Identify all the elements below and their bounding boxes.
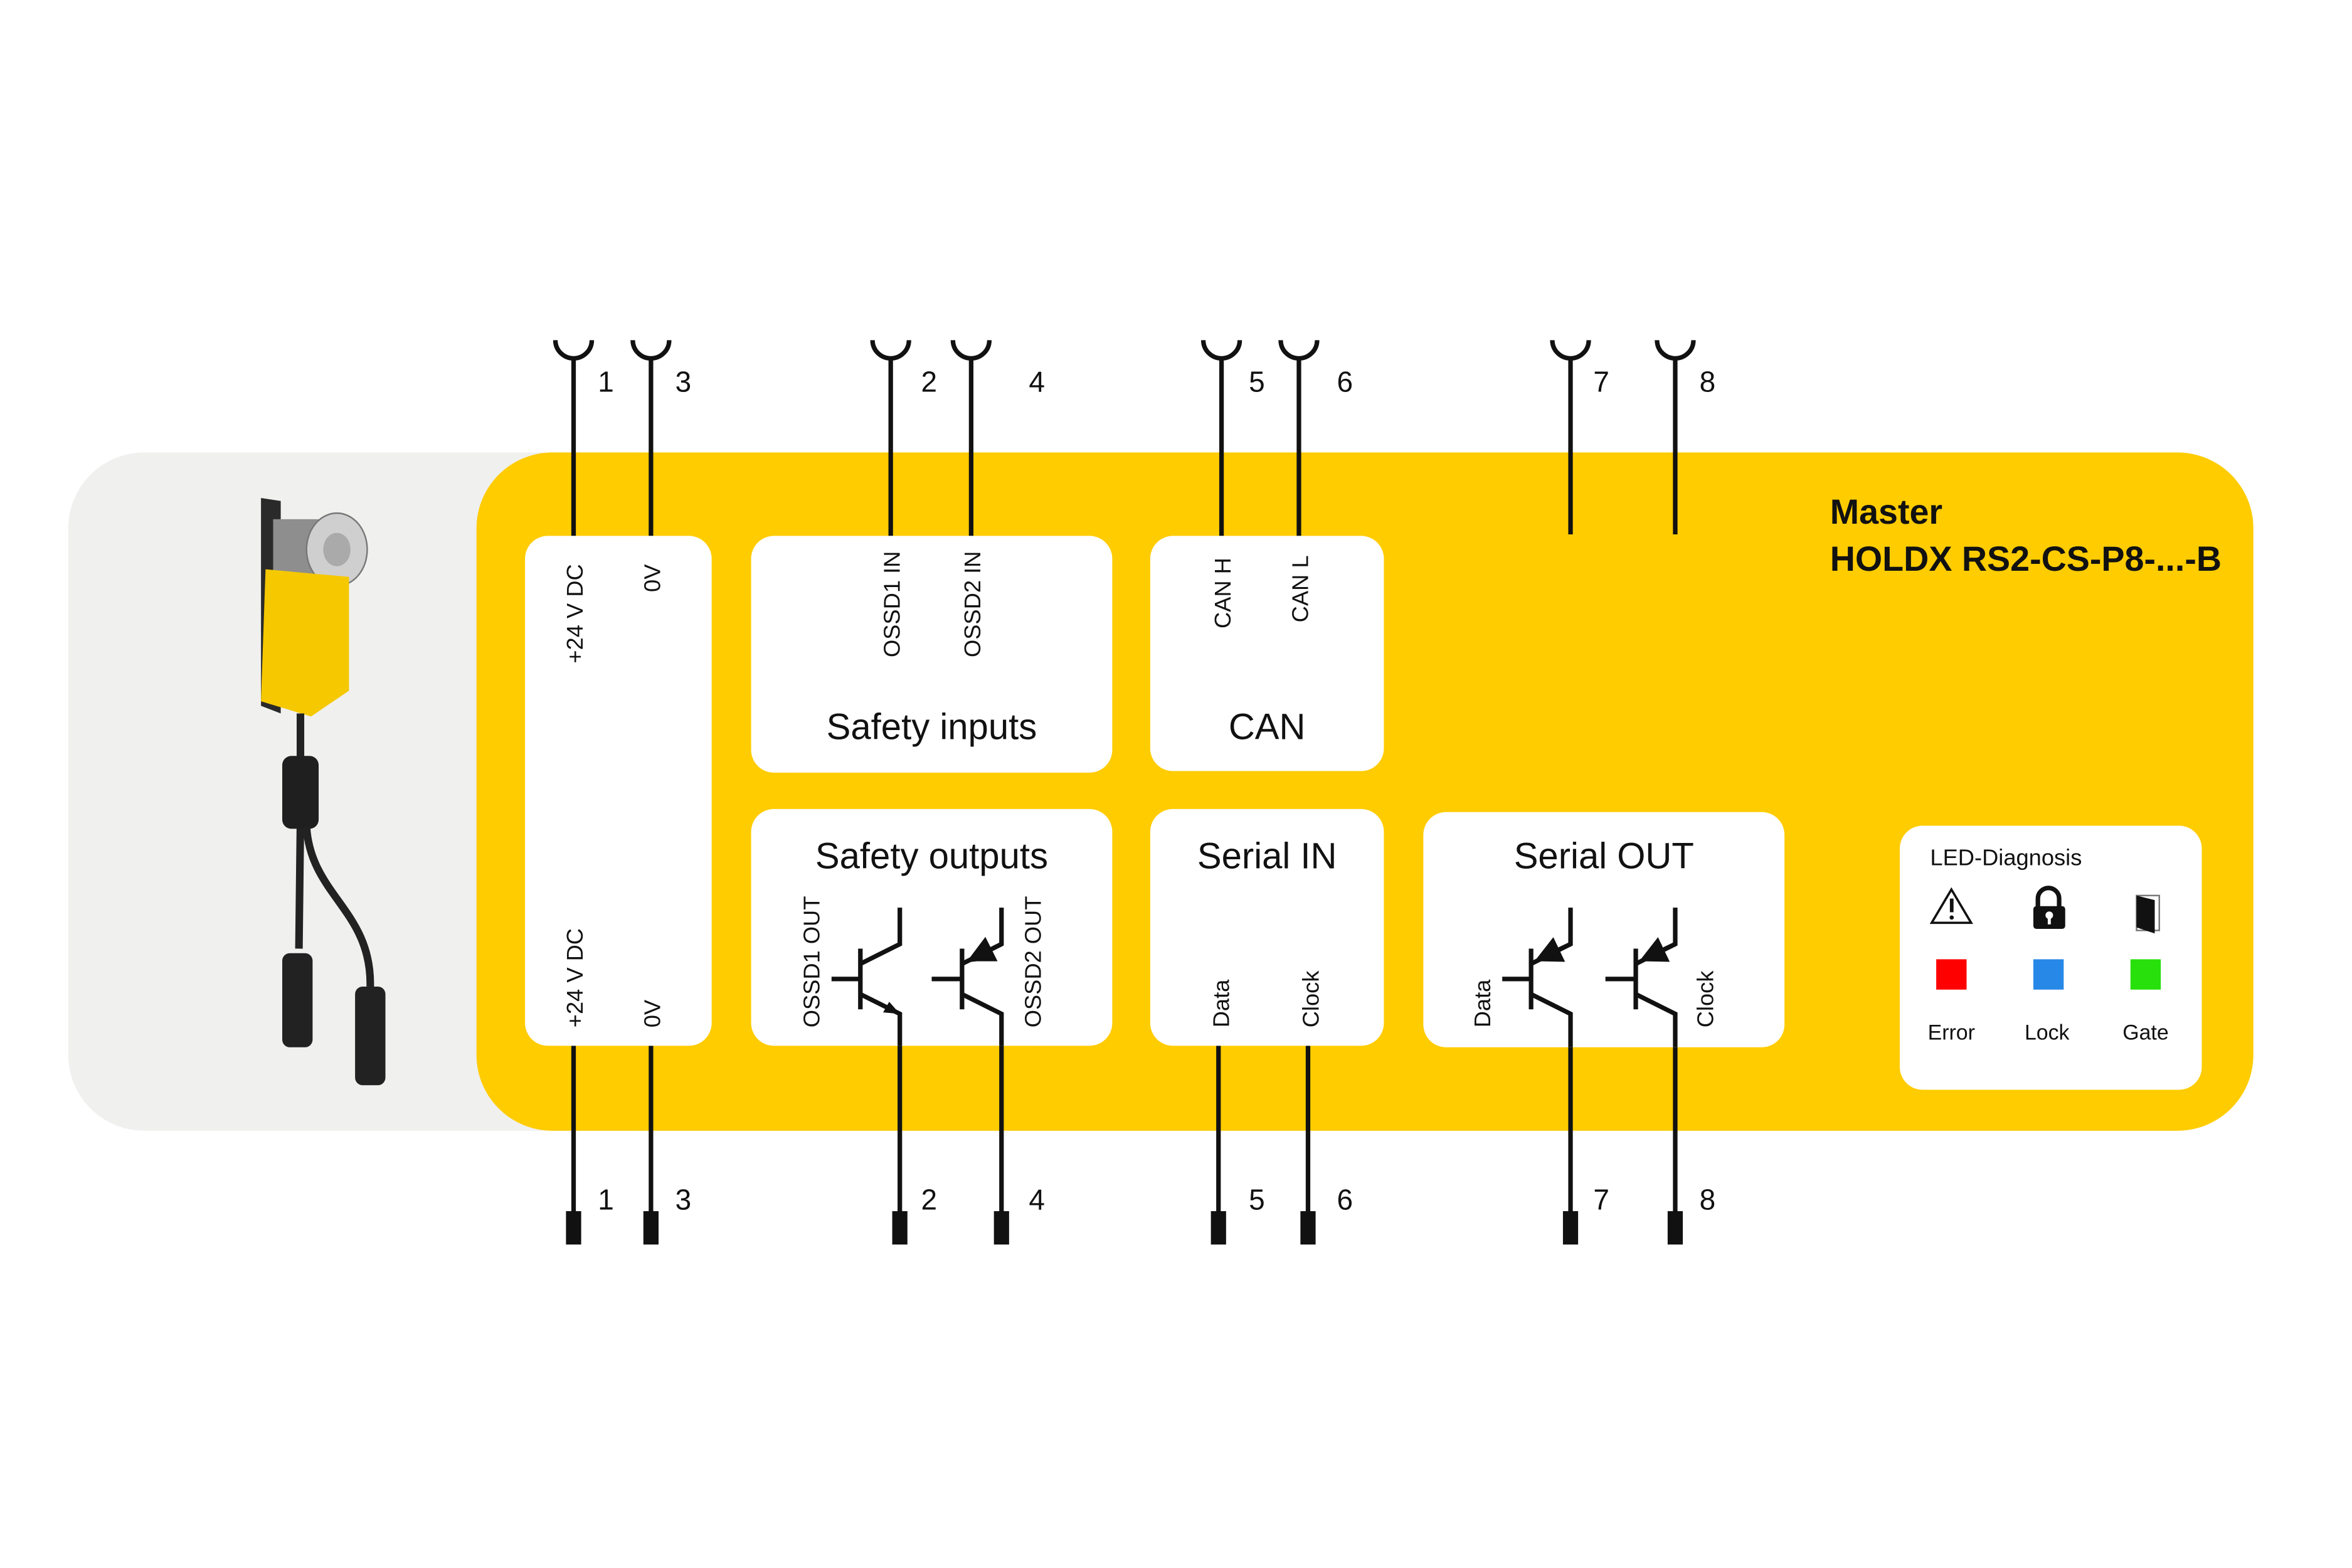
safety-outputs-block: Safety outputs OSSD1 OUT OSSD2 OUT bbox=[751, 808, 1113, 1046]
power-label: +24 V DC bbox=[562, 564, 588, 663]
block-title: CAN bbox=[1229, 707, 1306, 748]
connector-socket bbox=[1200, 340, 1242, 536]
pin-number: 1 bbox=[598, 366, 614, 398]
output-label: OSSD1 OUT bbox=[798, 896, 824, 1028]
product-image bbox=[261, 497, 386, 1086]
block-title: Safety outputs bbox=[815, 835, 1048, 876]
pin-number: 2 bbox=[921, 366, 938, 398]
pin-number: 7 bbox=[1593, 1184, 1609, 1216]
pin-number: 3 bbox=[675, 366, 692, 398]
transistor-icon bbox=[931, 908, 1004, 1046]
led-diagnosis-panel: LED-Diagnosis Error Lock Gate bbox=[1900, 825, 2202, 1090]
pin-number: 4 bbox=[1029, 366, 1045, 398]
transistor-icon bbox=[1502, 908, 1573, 1047]
connector-pin bbox=[892, 1211, 908, 1245]
connector-socket bbox=[1550, 340, 1591, 535]
power-label: +24 V DC bbox=[562, 928, 588, 1027]
serial-in-label: Clock bbox=[1298, 970, 1323, 1028]
connector-socket bbox=[1655, 340, 1696, 535]
device-title: Master bbox=[1830, 492, 1942, 531]
serial-in-label: Data bbox=[1209, 979, 1234, 1027]
led-error bbox=[1936, 959, 1967, 990]
led-title: LED-Diagnosis bbox=[1930, 844, 2082, 870]
connector-pin bbox=[566, 1211, 581, 1245]
can-block: CAN H CAN L CAN bbox=[1150, 536, 1384, 771]
can-label: CAN L bbox=[1287, 555, 1313, 622]
pin-number: 4 bbox=[1029, 1184, 1045, 1216]
power-block: +24 V DC 0V +24 V DC 0V bbox=[525, 536, 712, 1046]
connector-pin bbox=[1562, 1211, 1579, 1245]
transistor-icon bbox=[1605, 908, 1678, 1047]
can-label: CAN H bbox=[1210, 558, 1236, 628]
pin-number: 6 bbox=[1337, 1184, 1353, 1216]
power-label: 0V bbox=[639, 564, 665, 592]
top-pin-numbers: 1 3 2 4 5 6 7 8 bbox=[598, 366, 1715, 398]
warning-icon bbox=[1929, 887, 1973, 924]
top-connectors bbox=[553, 340, 1696, 536]
input-label: OSSD2 IN bbox=[960, 551, 985, 657]
connector-pin bbox=[993, 1211, 1009, 1245]
connector-pin bbox=[1300, 1211, 1316, 1245]
connector-socket bbox=[1278, 340, 1320, 536]
pin-number: 8 bbox=[1700, 366, 1716, 398]
block-title: Safety inputs bbox=[827, 707, 1037, 748]
connector-pin bbox=[643, 1211, 659, 1245]
pin-number: 8 bbox=[1700, 1184, 1716, 1216]
pin-number: 2 bbox=[921, 1184, 938, 1216]
bottom-pin-numbers: 1 3 2 4 5 6 7 8 bbox=[598, 1184, 1715, 1216]
connector-socket bbox=[870, 340, 911, 536]
serial-out-label: Data bbox=[1470, 979, 1495, 1027]
serial-out-label: Clock bbox=[1692, 970, 1718, 1028]
pin-number: 3 bbox=[675, 1184, 692, 1216]
output-label: OSSD2 OUT bbox=[1020, 896, 1046, 1028]
pin-number: 1 bbox=[598, 1184, 614, 1216]
door-icon bbox=[2136, 894, 2160, 934]
power-label: 0V bbox=[639, 999, 665, 1027]
pin-number: 5 bbox=[1249, 1184, 1265, 1216]
led-label: Error bbox=[1928, 1021, 1975, 1045]
pin-number: 6 bbox=[1337, 366, 1353, 398]
connector-pin bbox=[1210, 1211, 1226, 1245]
led-label: Lock bbox=[2025, 1021, 2070, 1045]
bottom-connectors bbox=[566, 1046, 1683, 1245]
connector-pin bbox=[1667, 1211, 1683, 1245]
connector-socket bbox=[950, 340, 992, 536]
serial-out-block: Serial OUT Data Clock bbox=[1423, 812, 1785, 1047]
block-title: Serial IN bbox=[1197, 835, 1337, 876]
input-label: OSSD1 IN bbox=[879, 551, 905, 657]
led-gate bbox=[2130, 959, 2161, 990]
safety-inputs-block: OSSD1 IN OSSD2 IN Safety inputs bbox=[751, 536, 1113, 773]
pin-number: 5 bbox=[1249, 366, 1265, 398]
block-title: Serial OUT bbox=[1514, 835, 1694, 876]
lock-icon bbox=[2033, 886, 2065, 930]
connector-socket bbox=[553, 340, 595, 536]
connector-socket bbox=[630, 340, 672, 536]
transistor-icon bbox=[831, 908, 903, 1046]
led-label: Gate bbox=[2122, 1021, 2168, 1045]
device-model: HOLDX RS2-CS-P8-...-B bbox=[1830, 539, 2222, 578]
pin-number: 7 bbox=[1593, 366, 1609, 398]
serial-in-block: Serial IN Data Clock bbox=[1150, 808, 1384, 1046]
led-lock bbox=[2033, 959, 2064, 990]
